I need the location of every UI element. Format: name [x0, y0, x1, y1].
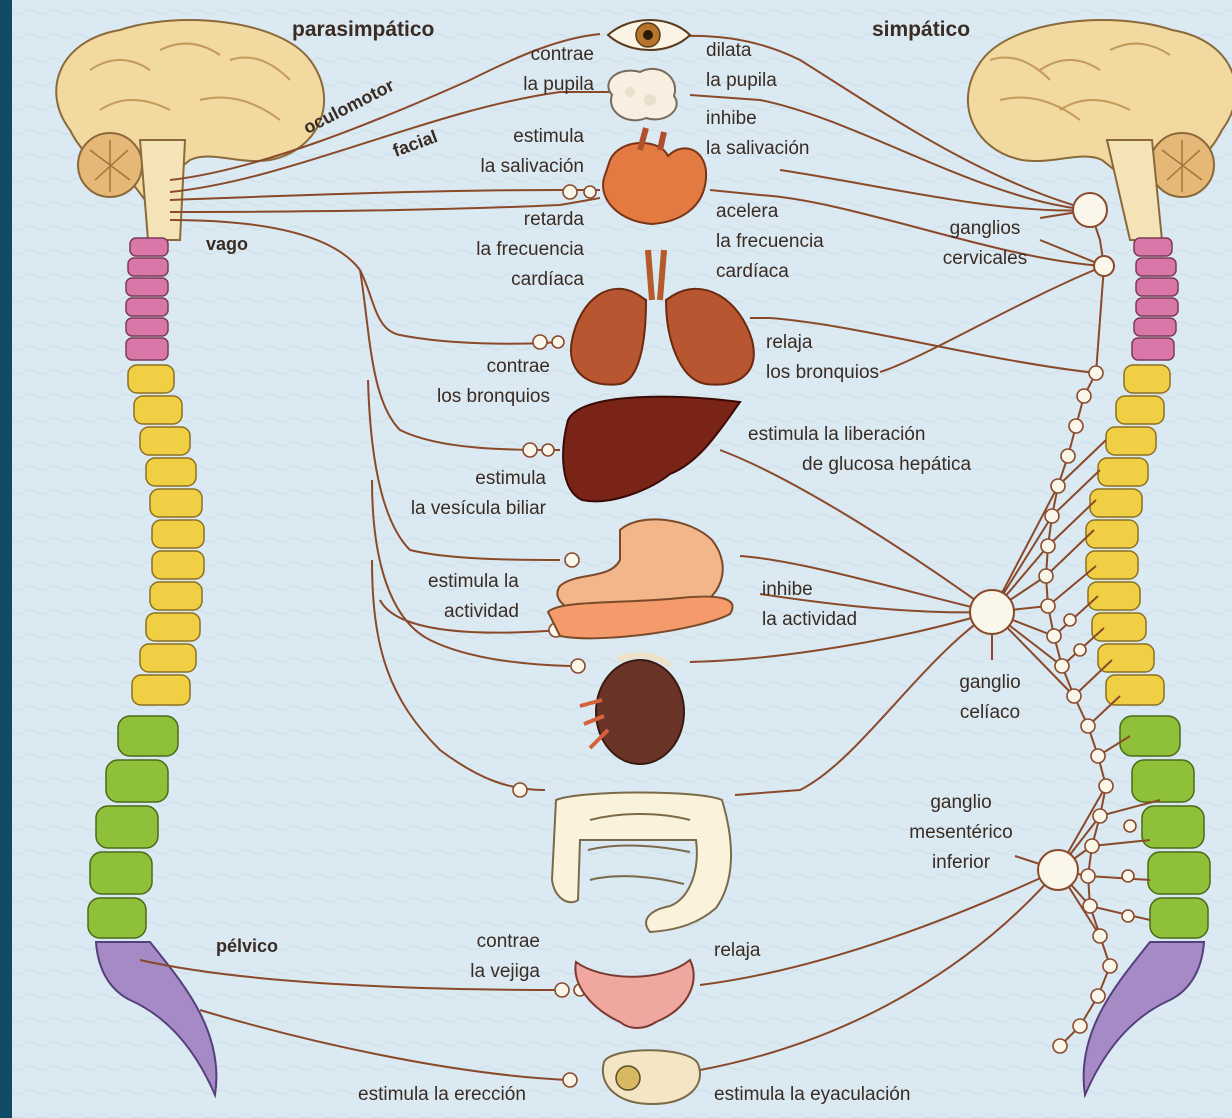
para-heart-line1: retarda	[420, 205, 584, 235]
para-heart-line3: cardíaca	[420, 265, 584, 295]
mesenteric-ganglion-line1: ganglio	[896, 788, 1026, 818]
vago-nerve-label: vago	[206, 234, 248, 255]
para-saliva-line1: estimula	[420, 122, 584, 152]
para-digestion-line2: actividad	[428, 597, 519, 627]
para-digestion-label: estimula la actividad	[428, 567, 519, 627]
para-saliva-label: estimula la salivación	[420, 122, 584, 182]
cervical-ganglion-upper	[1073, 193, 1107, 227]
symp-heart-label: acelera la frecuencia cardíaca	[716, 197, 824, 287]
cervical-ganglia-line2: cervicales	[930, 244, 1040, 274]
para-genital-label: estimula la erección	[358, 1080, 526, 1110]
mesenteric-ganglion-line3: inferior	[896, 848, 1026, 878]
parasympathetic-header: parasimpático	[292, 18, 434, 42]
para-bladder-line1: contrae	[420, 927, 540, 957]
para-bronchi-label: contrae los bronquios	[380, 352, 550, 412]
celiac-ganglion-line1: ganglio	[940, 668, 1040, 698]
symp-genital-label: estimula la eyaculación	[714, 1080, 910, 1110]
cervical-ganglion-lower	[1094, 256, 1114, 276]
celiac-ganglion	[970, 590, 1014, 634]
mesenteric-ganglion-label: ganglio mesentérico inferior	[896, 788, 1026, 878]
para-saliva-line2: la salivación	[420, 152, 584, 182]
symp-saliva-label: inhibe la salivación	[706, 104, 810, 164]
salivary-gland-icon	[608, 69, 676, 120]
para-heart-label: retarda la frecuencia cardíaca	[420, 205, 584, 295]
symp-heart-line1: acelera	[716, 197, 824, 227]
para-bladder-line2: la vejiga	[420, 957, 540, 987]
pelvico-nerve-label: pélvico	[216, 936, 278, 957]
symp-digestion-label: inhibe la actividad	[762, 575, 857, 635]
inferior-mesenteric-ganglion	[1038, 850, 1078, 890]
symp-digestion-line2: la actividad	[762, 605, 857, 635]
symp-liver-line2: de glucosa hepática	[748, 450, 971, 480]
symp-saliva-line1: inhibe	[706, 104, 810, 134]
para-pupil-line1: contrae	[440, 40, 594, 70]
symp-bronchi-label: relaja los bronquios	[766, 328, 879, 388]
mesenteric-ganglion-line2: mesentérico	[896, 818, 1026, 848]
symp-bronchi-line2: los bronquios	[766, 358, 879, 388]
cervical-ganglia-label: ganglios cervicales	[930, 214, 1040, 274]
symp-bronchi-line1: relaja	[766, 328, 879, 358]
symp-liver-line1: estimula la liberación	[748, 420, 971, 450]
para-bronchi-line1: contrae	[380, 352, 550, 382]
celiac-ganglion-label: ganglio celíaco	[940, 668, 1040, 728]
symp-pupil-label: dilata la pupila	[706, 36, 777, 96]
symp-pupil-line2: la pupila	[706, 66, 777, 96]
symp-heart-line3: cardíaca	[716, 257, 824, 287]
genital-icon	[603, 1050, 700, 1104]
para-bronchi-line2: los bronquios	[380, 382, 550, 412]
para-bladder-label: contrae la vejiga	[420, 927, 540, 987]
para-digestion-line1: estimula la	[428, 567, 519, 597]
symp-saliva-line2: la salivación	[706, 134, 810, 164]
symp-bladder-label: relaja	[714, 936, 760, 966]
sympathetic-header: simpático	[872, 18, 970, 42]
para-gallbladder-line1: estimula	[370, 464, 546, 494]
symp-heart-line2: la frecuencia	[716, 227, 824, 257]
para-pupil-label: contrae la pupila	[440, 40, 594, 100]
para-gallbladder-label: estimula la vesícula biliar	[370, 464, 546, 524]
para-heart-line2: la frecuencia	[420, 235, 584, 265]
cervical-ganglia-line1: ganglios	[930, 214, 1040, 244]
celiac-ganglion-line2: celíaco	[940, 698, 1040, 728]
para-gallbladder-line2: la vesícula biliar	[370, 494, 546, 524]
symp-pupil-line1: dilata	[706, 36, 777, 66]
symp-digestion-line1: inhibe	[762, 575, 857, 605]
para-pupil-line2: la pupila	[440, 70, 594, 100]
symp-liver-label: estimula la liberación de glucosa hepáti…	[748, 420, 971, 480]
